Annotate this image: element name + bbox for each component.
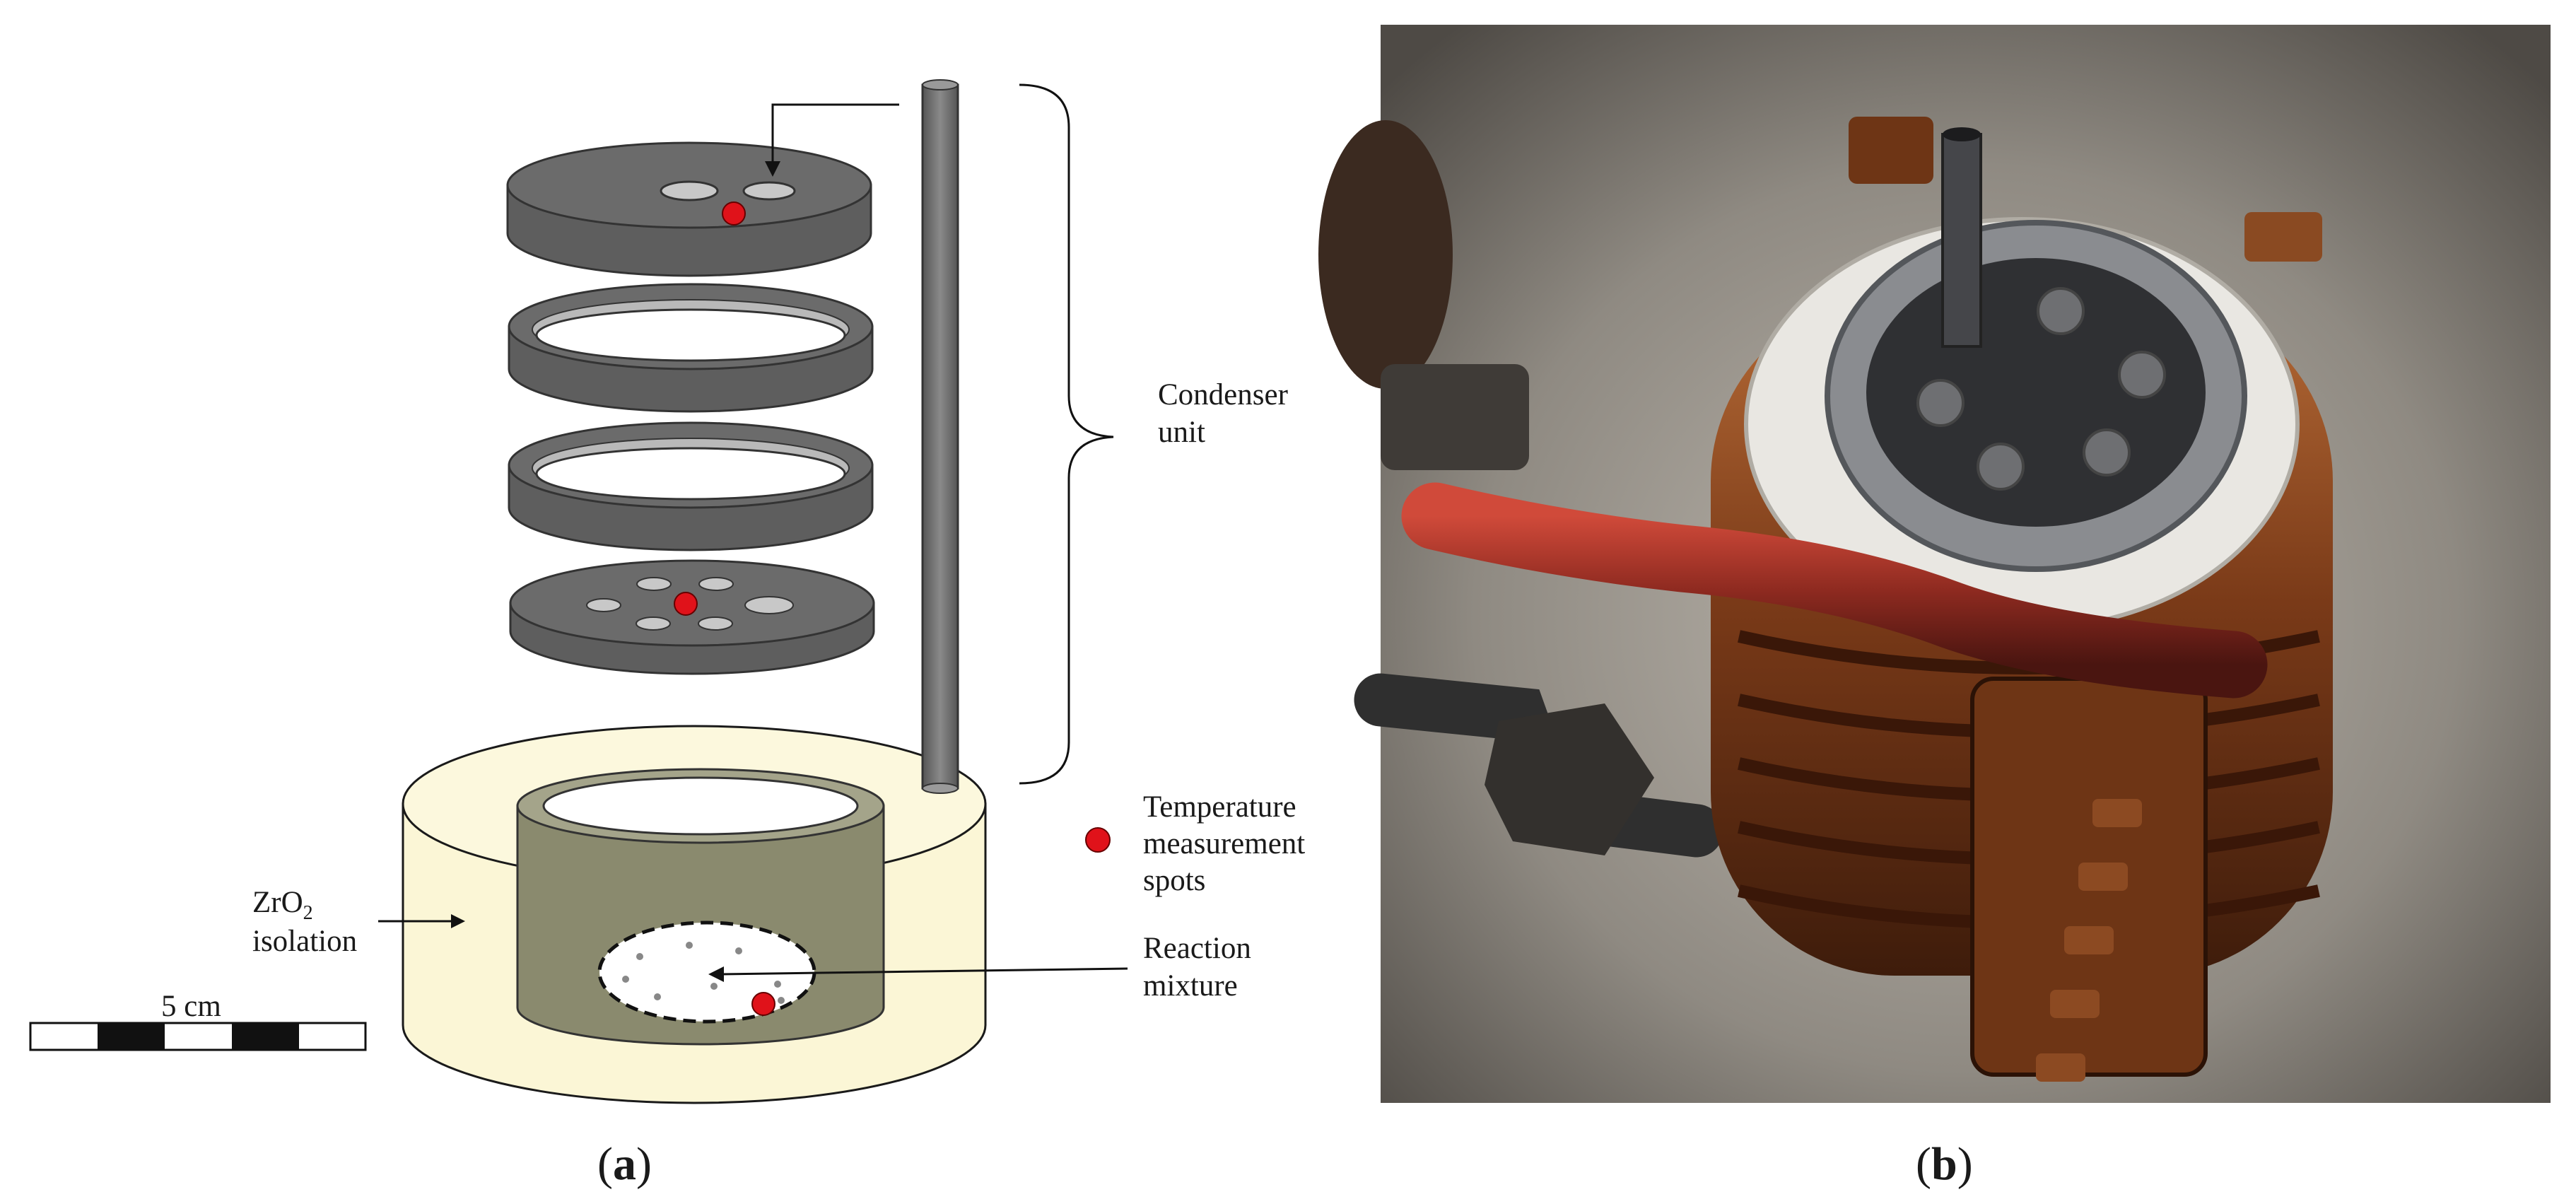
left-nut bbox=[1381, 364, 1529, 470]
scale-bar: 5 cm bbox=[29, 990, 367, 1051]
panel-b-photo: (b) bbox=[1318, 25, 2551, 1190]
top-tab bbox=[1849, 117, 1933, 184]
central-tube bbox=[1941, 133, 1982, 348]
lid-hole-arrow bbox=[765, 103, 899, 177]
legend-temperature-marker bbox=[1085, 827, 1111, 853]
isolation-label-line2: isolation bbox=[252, 925, 357, 958]
top-lid-disk bbox=[506, 141, 872, 277]
condenser-label-line2: unit bbox=[1158, 416, 1205, 449]
temperature-marker bbox=[751, 992, 775, 1016]
reaction-label-line2: mixture bbox=[1143, 969, 1238, 1003]
lid-hole bbox=[660, 180, 719, 201]
left-fitting bbox=[1318, 120, 1453, 389]
condenser-label-line1: Condenser bbox=[1158, 378, 1288, 411]
lid-hole bbox=[742, 181, 796, 201]
isolation-arrow bbox=[378, 914, 465, 928]
thermocouple-rod bbox=[921, 79, 959, 794]
temperature-label-line2: measurement bbox=[1143, 827, 1305, 860]
reaction-mixture-arrow bbox=[708, 966, 1128, 982]
caption-b: (b) bbox=[1916, 1138, 1973, 1190]
scale-bar-label: 5 cm bbox=[161, 990, 221, 1023]
temperature-marker bbox=[722, 201, 746, 226]
temperature-label-line1: Temperature bbox=[1143, 790, 1296, 824]
reaction-label-line1: Reaction bbox=[1143, 932, 1251, 965]
condenser-ring-2 bbox=[508, 421, 874, 551]
isolation-label-zr: ZrO bbox=[252, 886, 303, 919]
hex-nut bbox=[1485, 703, 1654, 855]
reaction-mixture bbox=[597, 920, 816, 1024]
cooling-pipe bbox=[1401, 482, 2268, 699]
condenser-ring-1 bbox=[508, 283, 874, 413]
caption-a: (a) bbox=[597, 1138, 652, 1190]
temperature-marker bbox=[674, 592, 698, 616]
panel-a-schematic: Condenser unit Temperature measurement s… bbox=[29, 79, 1305, 1190]
perforated-disk bbox=[509, 559, 875, 675]
temperature-label-line3: spots bbox=[1143, 864, 1205, 897]
isolation-label-subscript: 2 bbox=[303, 902, 313, 924]
isolation-label-line1: ZrO2 bbox=[252, 886, 313, 924]
side-tab bbox=[2244, 212, 2322, 262]
condenser-brace bbox=[1019, 83, 1114, 785]
